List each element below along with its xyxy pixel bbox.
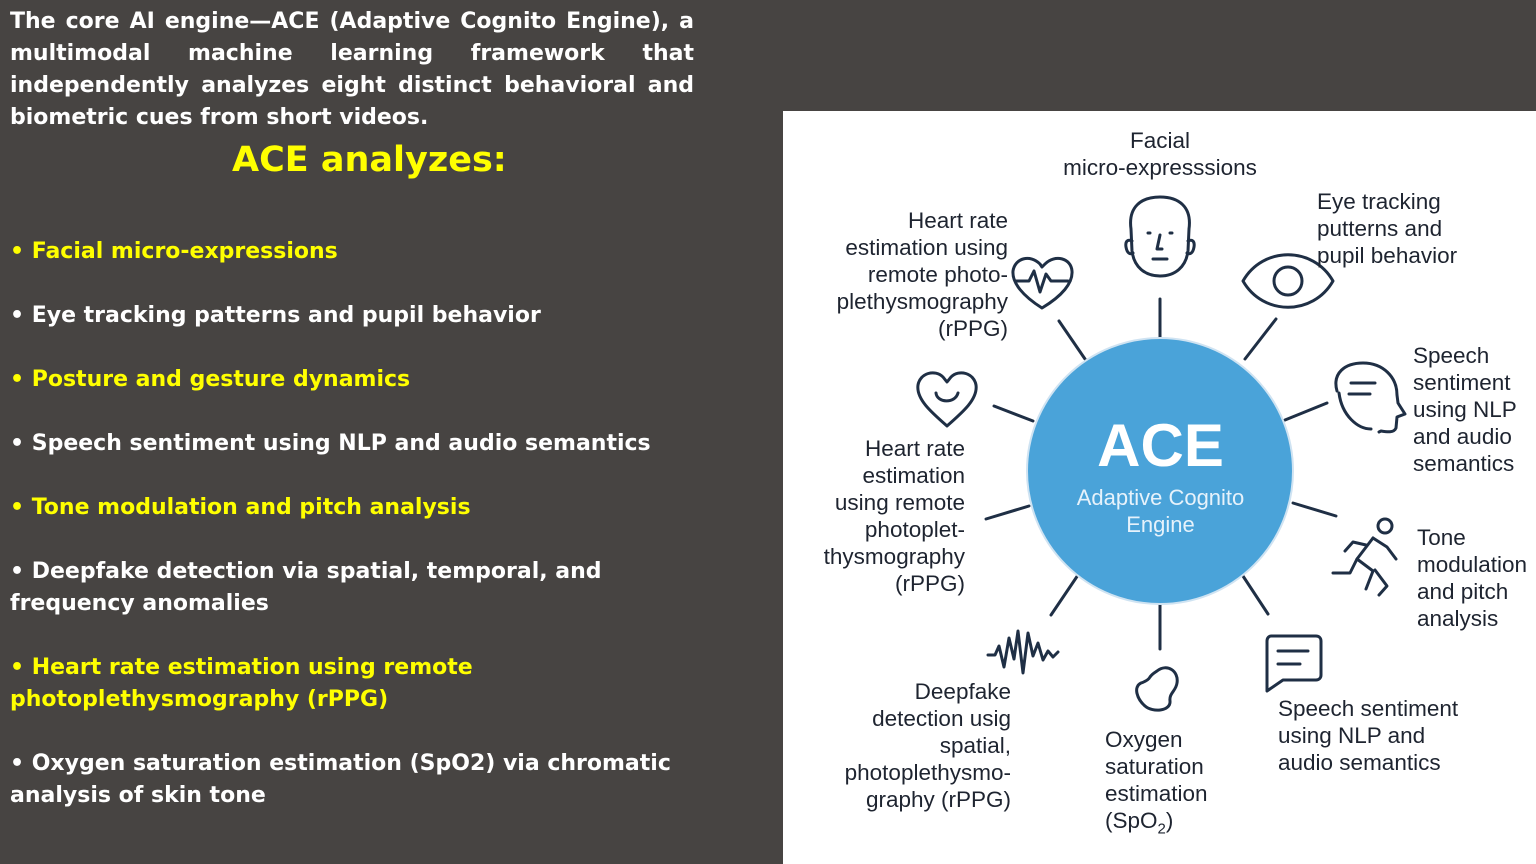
label-oxygen-lines: Oxygen saturation estimation [1105,727,1208,806]
label-deepfake: Deepfake detection usig spatial, photopl… [844,679,1011,812]
waveform-icon [986,629,1060,675]
chat-bubble-icon [1265,634,1323,693]
bullet-heart-rate: • Heart rate estimation using remote pho… [10,655,473,712]
ace-diagram: ACE Adaptive Cognito Engine Facial micro… [783,111,1536,864]
label-oxygen-close: ) [1165,808,1174,833]
eye-icon [1241,253,1335,309]
label-speech-bottom: Speech sentiment using NLP and audio sem… [1278,696,1459,775]
ace-center-circle [1026,337,1294,605]
ace-title: ACE [1097,412,1224,479]
label-oxygen-sub: 2 [1157,820,1166,838]
connector-lines [984,297,1338,651]
bullet-tone: • Tone modulation and pitch analysis [10,495,471,520]
speech-head-icon [1334,361,1407,434]
label-oxygen-last: (SpO [1105,808,1158,833]
label-facial: Facial micro-expresssions [1063,128,1257,180]
bullet-oxygen: • Oxygen saturation estimation (SpO2) vi… [10,751,671,808]
label-tone: Tone modulation and pitch analysis [1417,525,1528,631]
bullet-facial: • Facial micro-expressions [10,239,338,264]
bullet-speech: • Speech sentiment using NLP and audio s… [10,431,651,456]
analyzes-heading: ACE analyzes: [232,140,507,180]
heartbeat-icon [1011,256,1074,310]
ace-subtitle-text: Adaptive Cognito Engine [1076,485,1245,537]
label-heart-mid: Heart rate estimation using remote photo… [823,436,965,596]
smiling-heart-icon [916,371,978,428]
text-column: The core AI engine—ACE (Adaptive Cognito… [0,0,760,864]
blob-icon [1135,666,1179,712]
face-icon [1124,195,1196,278]
intro-paragraph: The core AI engine—ACE (Adaptive Cognito… [10,9,694,130]
label-speech-top: Speech sentiment using NLP and audio sem… [1413,343,1517,476]
bullet-deepfake: • Deepfake detection via spatial, tempor… [10,559,602,616]
running-person-icon [1331,517,1398,597]
label-heart-top: Heart rate estimation using remote photo… [836,208,1008,341]
label-eye-tracking: Eye tracking putterns and pupil behavior [1317,189,1458,268]
label-oxygen: Oxygen saturation estimation (SpO2) [1105,726,1208,843]
bullet-eye-tracking: • Eye tracking patterns and pupil behavi… [10,303,541,328]
bullet-posture: • Posture and gesture dynamics [10,367,411,392]
ace-subtitle: Adaptive Cognito Engine [1028,484,1293,538]
